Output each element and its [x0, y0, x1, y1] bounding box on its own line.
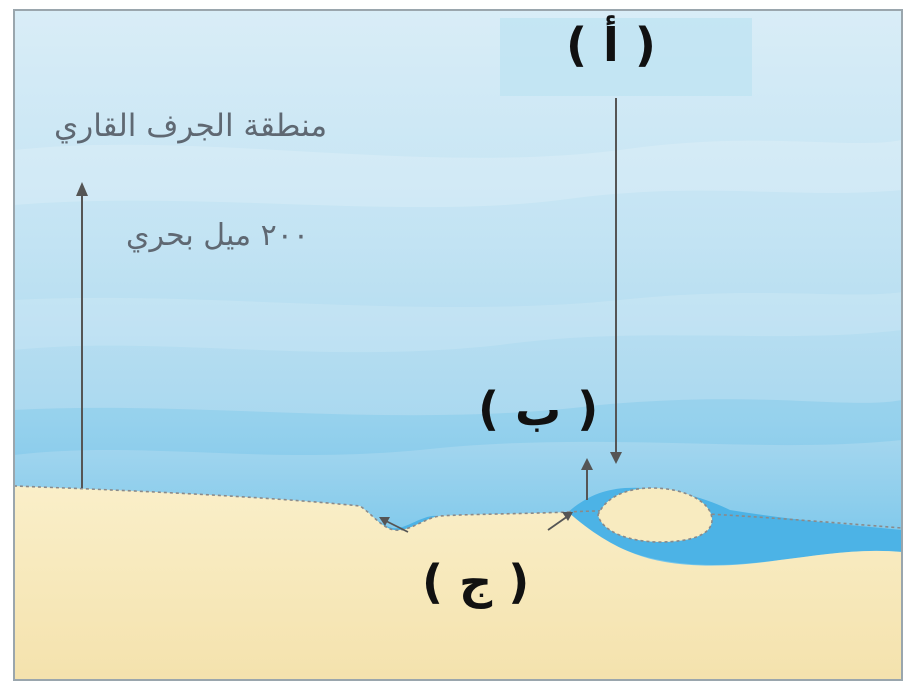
wave-band [14, 292, 902, 353]
arrow-head-up [581, 458, 593, 470]
continental-shelf-label: منطقة الجرف القاري [54, 108, 328, 144]
diagram-frame [13, 9, 903, 681]
wave-band [14, 140, 902, 208]
arrow-shaft [383, 519, 409, 533]
arrow-head-up [76, 182, 88, 196]
wave-band [14, 399, 902, 455]
seabed [14, 486, 902, 680]
marker-c: ( ج ) [422, 555, 530, 609]
seamount-hill [597, 487, 713, 543]
arrow-head [379, 517, 390, 526]
arrow-head [562, 512, 573, 521]
distance-label: ٢٠٠ ميل بحري [126, 218, 310, 253]
marker-b: ( ب ) [478, 382, 599, 436]
marker-a: ( أ ) [566, 18, 656, 72]
light-patch [500, 18, 752, 96]
arrow-shaft [547, 515, 569, 531]
arrow-head-down [610, 452, 622, 464]
